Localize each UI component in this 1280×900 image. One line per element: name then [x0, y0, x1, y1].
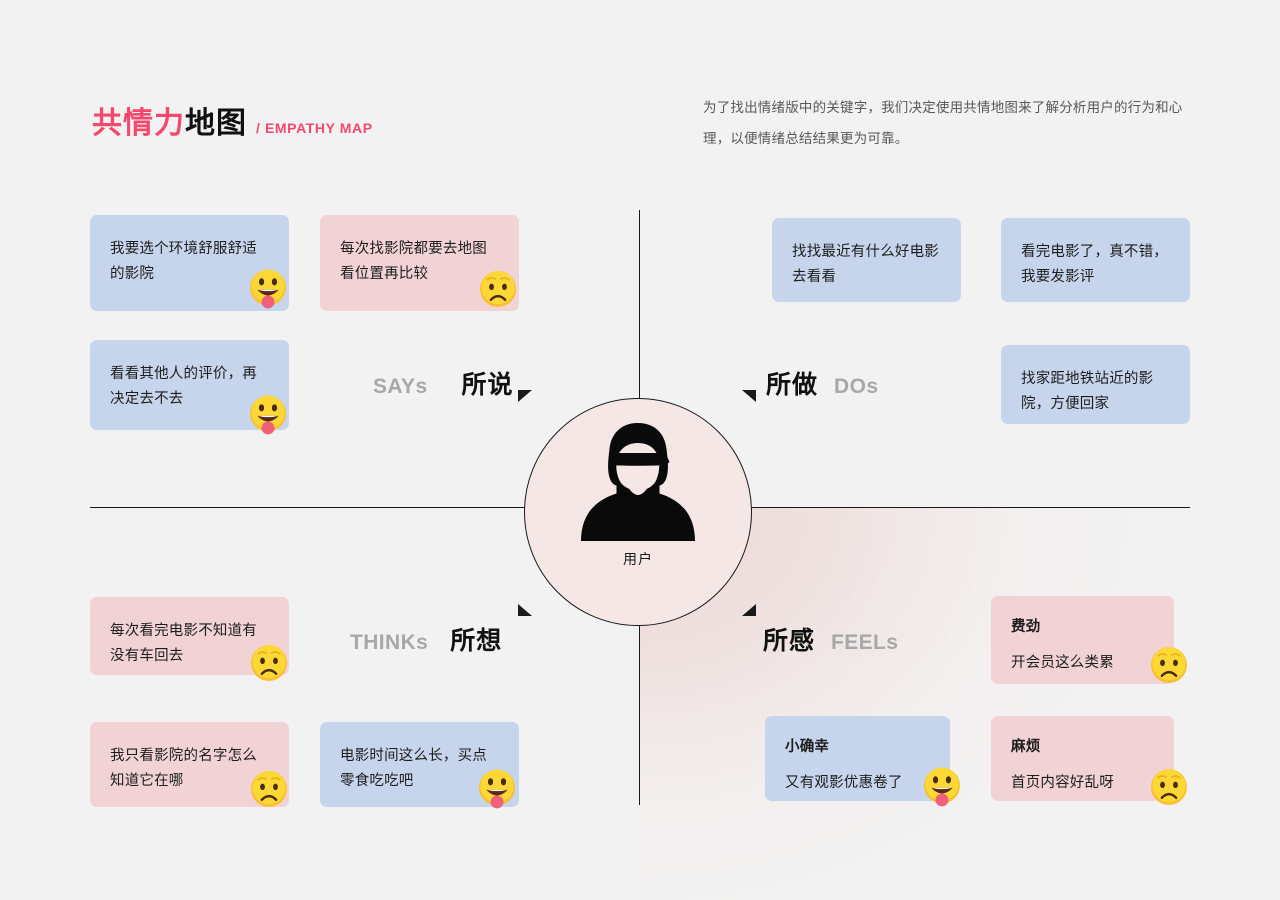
- card-thinks-3[interactable]: 电影时间这么长，买点零食吃吃吧: [320, 722, 519, 807]
- card-dos-2[interactable]: 看完电影了，真不错，我要发影评: [1001, 218, 1190, 302]
- card-text: 找家距地铁站近的影院，方便回家: [1021, 371, 1154, 412]
- pointer-triangle-bottom-right: [742, 604, 756, 616]
- quadrant-thinks-cn: 所想: [450, 627, 503, 655]
- pointer-triangle-top-right: [742, 390, 756, 402]
- card-dos-1[interactable]: 找找最近有什么好电影去看看: [772, 218, 961, 302]
- card-text: 每次找影院都要去地图看位置再比较: [340, 241, 487, 282]
- axis-horizontal-left: [90, 507, 537, 508]
- card-text: 我只看影院的名字怎么知道它在哪: [110, 748, 257, 789]
- card-text: 电影时间这么长，买点零食吃吃吧: [340, 748, 487, 789]
- card-feels-3[interactable]: 麻烦 首页内容好乱呀: [991, 716, 1174, 801]
- quadrant-label-thinks: THINKs 所想: [350, 621, 502, 657]
- card-dos-3[interactable]: 找家距地铁站近的影院，方便回家: [1001, 345, 1190, 424]
- card-text: 看看其他人的评价，再决定去不去: [110, 366, 257, 407]
- card-thinks-1[interactable]: 每次看完电影不知道有没有车回去: [90, 597, 289, 675]
- card-thinks-2[interactable]: 我只看影院的名字怎么知道它在哪: [90, 722, 289, 807]
- card-text: 我要选个环境舒服舒适的影院: [110, 241, 257, 282]
- card-title: 小确幸: [785, 739, 830, 755]
- quadrant-says-cn: 所说: [461, 371, 514, 399]
- card-text: 看完电影了，真不错，我要发影评: [1021, 244, 1168, 285]
- axis-horizontal-right: [743, 507, 1190, 508]
- title-dark-text: 地图: [185, 107, 247, 140]
- center-persona-circle: 用户: [524, 398, 752, 626]
- page-title: 共情力 地图 / EMPATHY MAP: [92, 98, 373, 142]
- card-feels-1[interactable]: 费劲 开会员这么类累: [991, 596, 1174, 684]
- intro-paragraph: 为了找出情绪版中的关键字，我们决定使用共情地图来了解分析用户的行为和心理，以便情…: [703, 100, 1183, 146]
- quadrant-label-dos: 所做 DOs: [766, 365, 878, 401]
- card-says-2[interactable]: 每次找影院都要去地图看位置再比较: [320, 215, 519, 311]
- card-text: 找找最近有什么好电影去看看: [792, 244, 939, 285]
- axis-vertical-top: [639, 210, 640, 405]
- card-text: 又有观影优惠卷了: [785, 775, 903, 791]
- quadrant-label-says: SAYs 所说: [373, 365, 514, 401]
- center-persona-label: 用户: [623, 551, 653, 567]
- card-says-3[interactable]: 看看其他人的评价，再决定去不去: [90, 340, 289, 430]
- card-text: 每次看完电影不知道有没有车回去: [110, 623, 257, 664]
- title-accent-text: 共情力: [92, 107, 185, 140]
- pointer-triangle-top-left: [518, 390, 532, 402]
- user-female-icon: [581, 423, 695, 541]
- quadrant-dos-en: DOs: [834, 375, 879, 398]
- card-title: 费劲: [1011, 619, 1041, 635]
- quadrant-says-en: SAYs: [373, 375, 428, 398]
- card-feels-2[interactable]: 小确幸 又有观影优惠卷了: [765, 716, 950, 801]
- card-text: 首页内容好乱呀: [1011, 775, 1114, 791]
- quadrant-dos-cn: 所做: [766, 371, 819, 399]
- pointer-triangle-bottom-left: [518, 604, 532, 616]
- quadrant-feels-cn: 所感: [763, 627, 816, 655]
- quadrant-label-feels: 所感 FEELs: [763, 621, 898, 657]
- quadrant-feels-en: FEELs: [831, 631, 899, 654]
- card-title: 麻烦: [1011, 739, 1041, 755]
- title-english-text: / EMPATHY MAP: [256, 120, 373, 136]
- card-text: 开会员这么类累: [1011, 655, 1114, 671]
- axis-vertical-bottom: [639, 625, 640, 805]
- quadrant-thinks-en: THINKs: [350, 631, 429, 654]
- card-says-1[interactable]: 我要选个环境舒服舒适的影院: [90, 215, 289, 311]
